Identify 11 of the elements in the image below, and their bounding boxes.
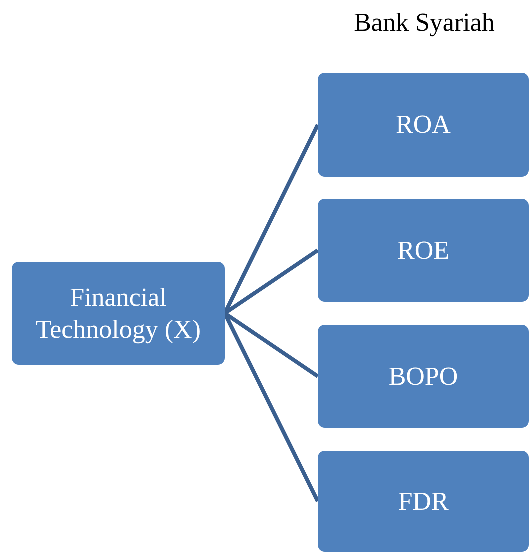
box-label: FDR — [398, 486, 449, 518]
box-label: ROA — [396, 109, 451, 141]
box-label: Financial Technology (X) — [35, 282, 202, 345]
process-box — [318, 199, 529, 302]
process-box — [318, 73, 529, 177]
diagram-title: Bank Syariah — [353, 8, 496, 38]
process-box — [318, 451, 529, 552]
process-box — [12, 262, 225, 365]
box-label: BOPO — [388, 360, 458, 392]
process-box — [318, 325, 529, 428]
box-label: ROE — [398, 234, 450, 266]
